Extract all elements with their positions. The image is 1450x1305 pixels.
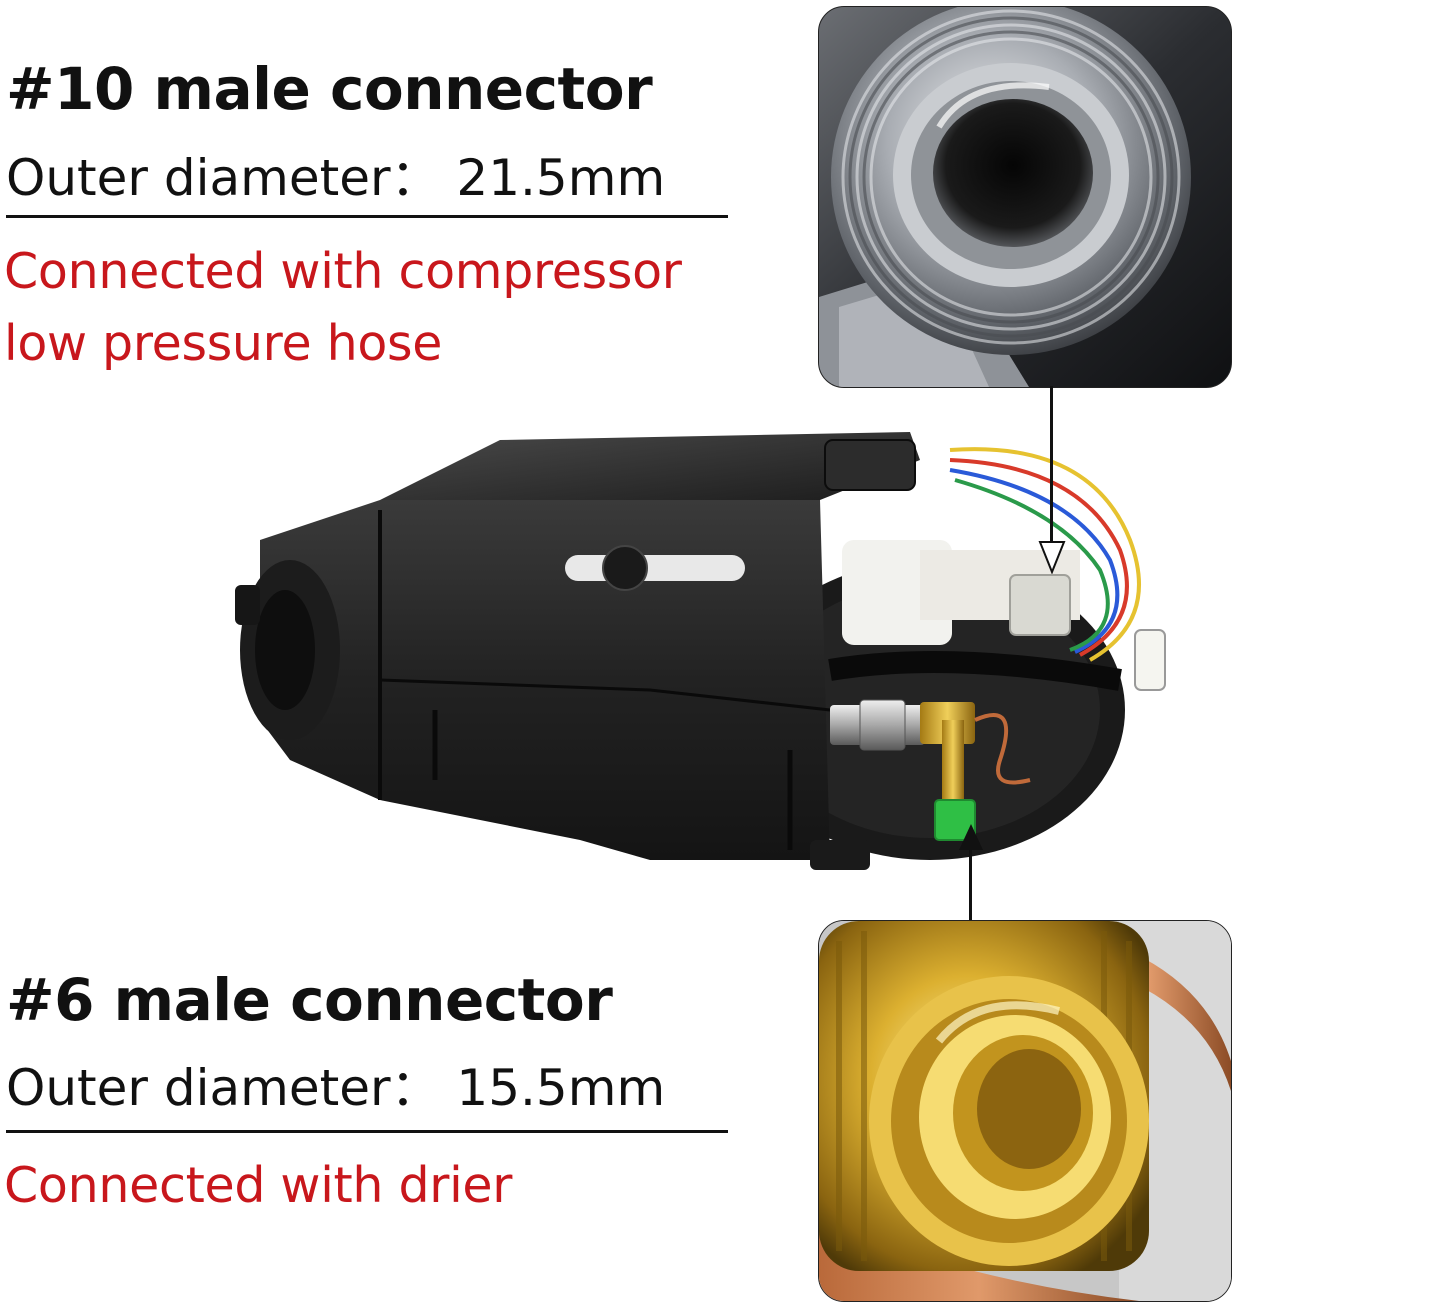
bottom-connector-description: Connected with drier [4,1157,513,1214]
top-callout-arrowhead-icon [1038,541,1066,574]
top-connector-description-2: low pressure hose [4,315,443,372]
bottom-connector-photo [818,920,1232,1302]
bottom-connector-spec: Outer diameter： 15.5mm [6,1059,666,1117]
top-connector-title: #10 male connector [6,55,653,123]
bottom-connector-title: #6 male connector [6,966,613,1034]
bottom-callout-line [969,848,972,920]
top-connector-photo [818,6,1232,388]
bottom-divider [6,1130,728,1133]
brass-fitting-image [819,921,1231,1301]
top-callout-line [1050,386,1053,546]
chrome-fitting-image [819,7,1231,387]
top-divider [6,215,728,218]
evaporator-unit-image [235,432,1166,870]
top-connector-description-1: Connected with compressor [4,243,682,300]
bottom-callout-arrowhead-icon [959,824,983,850]
top-connector-spec: Outer diameter： 21.5mm [6,149,666,207]
evaporator-unit-photo [230,420,1170,890]
